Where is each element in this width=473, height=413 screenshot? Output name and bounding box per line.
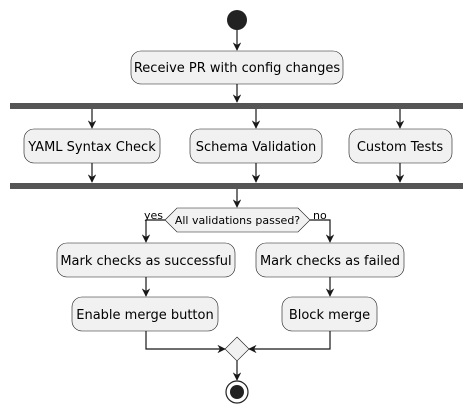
merge-node <box>224 336 250 362</box>
mark-checks-failed-label: Mark checks as failed <box>260 254 400 269</box>
mark-checks-successful-activity: Mark checks as successful <box>56 242 236 278</box>
schema-validation-label: Schema Validation <box>196 140 317 155</box>
schema-validation-activity: Schema Validation <box>189 128 323 164</box>
fork-bar <box>10 103 463 109</box>
start-node <box>227 10 247 30</box>
enable-merge-button-activity: Enable merge button <box>71 296 219 332</box>
decision-question: All validations passed? <box>175 214 300 227</box>
validation-decision: All validations passed? <box>164 207 311 233</box>
yaml-syntax-check-activity: YAML Syntax Check <box>23 128 161 164</box>
receive-pr-label: Receive PR with config changes <box>134 61 341 76</box>
receive-pr-activity: Receive PR with config changes <box>130 50 344 85</box>
block-merge-label: Block merge <box>289 308 370 323</box>
join-bar <box>10 183 463 189</box>
end-node <box>225 380 249 404</box>
custom-tests-label: Custom Tests <box>357 140 444 155</box>
decision-yes-label: yes <box>144 209 163 222</box>
mark-checks-failed-activity: Mark checks as failed <box>255 242 405 278</box>
mark-checks-successful-label: Mark checks as successful <box>60 254 231 269</box>
decision-no-label: no <box>313 209 327 222</box>
enable-merge-button-label: Enable merge button <box>76 308 213 323</box>
custom-tests-activity: Custom Tests <box>348 128 453 164</box>
edge-enable-merge <box>145 331 226 354</box>
edge-decision-yes <box>141 219 165 243</box>
edge-decision-no <box>310 219 335 243</box>
block-merge-activity: Block merge <box>281 296 378 332</box>
yaml-syntax-check-label: YAML Syntax Check <box>27 140 156 155</box>
edge-block-merge <box>248 331 331 354</box>
